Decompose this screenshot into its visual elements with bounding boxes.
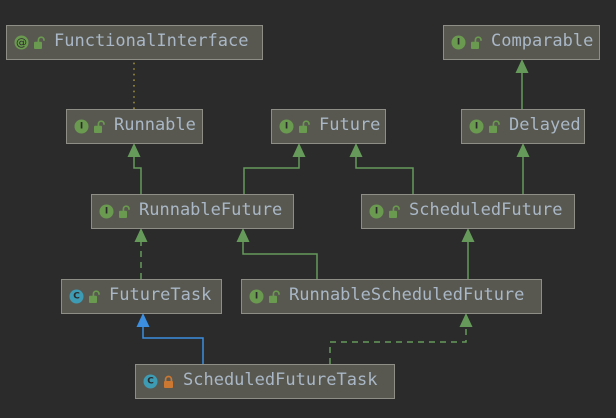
unlocked-padlock-icon [298,119,311,134]
edge-scheduledfuture-delayed [516,143,530,194]
unlocked-padlock-icon [488,119,501,134]
class-node-label: Future [319,115,381,135]
svg-text:I: I [475,122,478,132]
edge-runnablescheduledfuture-runnablefuture [236,228,318,279]
interface-icon: I [249,289,264,304]
interface-icon: I [99,204,114,219]
edge-arrowhead [349,143,363,157]
edge-arrowhead [516,143,530,157]
svg-text:I: I [255,292,258,302]
edge-path [242,240,318,279]
class-node-scheduled-future-task[interactable]: C ScheduledFutureTask [135,364,395,399]
interface-icon: I [279,119,294,134]
unlocked-padlock-icon [118,204,131,219]
edge-delayed-comparable [515,59,529,109]
svg-text:I: I [457,38,460,48]
class-node-label: Delayed [509,115,581,135]
edge-arrowhead [515,59,529,73]
svg-text:I: I [375,207,378,217]
class-node-runnable-scheduled-future[interactable]: I RunnableScheduledFuture [241,279,542,314]
edge-path [329,325,467,364]
annotation-icon: @ [14,35,29,50]
locked-padlock-icon [162,375,175,389]
class-node-label: RunnableFuture [139,200,283,220]
edge-futuretask-runnablefuture [134,228,148,279]
edge-arrowhead [292,143,306,157]
interface-icon: I [469,119,484,134]
class-node-label: ScheduledFuture [409,200,563,220]
class-node-future[interactable]: I Future [271,109,386,144]
edge-runnablescheduledfuture-scheduledfuture [461,228,475,279]
edge-path [355,155,414,194]
unlocked-padlock-icon [33,35,46,50]
unlocked-padlock-icon [88,289,101,304]
class-node-label: FutureTask [109,285,212,305]
edge-scheduledfuturetask-runnablescheduledfuture [329,313,473,364]
class-node-label: FunctionalInterface [54,31,249,51]
class-icon: C [69,289,84,304]
svg-text:C: C [147,377,154,387]
class-node-future-task[interactable]: C FutureTask [61,279,222,314]
svg-text:I: I [80,122,83,132]
class-node-label: ScheduledFutureTask [183,370,378,390]
class-node-functional-interface[interactable]: @ FunctionalInterface [6,25,263,60]
svg-text:I: I [105,207,108,217]
svg-text:I: I [285,122,288,132]
class-node-label: RunnableScheduledFuture [289,285,525,305]
edge-arrowhead [127,143,141,157]
class-node-label: Comparable [491,31,594,51]
edge-path [243,155,300,194]
class-icon: C [143,374,158,389]
interface-icon: I [451,35,466,50]
class-node-runnable-future[interactable]: I RunnableFuture [91,194,294,229]
unlocked-padlock-icon [268,289,281,304]
edge-path [133,155,142,194]
edge-arrowhead [459,313,473,327]
edge-arrowhead [134,228,148,242]
edge-path [142,325,204,364]
svg-text:@: @ [16,36,27,49]
interface-icon: I [369,204,384,219]
edge-runnablefuture-runnable [127,143,142,194]
interface-icon: I [74,119,89,134]
class-node-comparable[interactable]: I Comparable [443,25,600,60]
edge-arrowhead [461,228,475,242]
class-node-delayed[interactable]: I Delayed [461,109,585,144]
svg-text:C: C [73,292,80,302]
edge-scheduledfuturetask-futuretask [136,313,204,364]
unlocked-padlock-icon [470,35,483,50]
unlocked-padlock-icon [388,204,401,219]
unlocked-padlock-icon [93,119,106,134]
edge-scheduledfuture-future [349,143,414,194]
class-node-runnable[interactable]: I Runnable [66,109,203,144]
edge-arrowhead [236,228,250,242]
edge-arrowhead [136,313,150,327]
edge-runnablefuture-future [243,143,306,194]
class-node-label: Runnable [114,115,196,135]
class-node-scheduled-future[interactable]: I ScheduledFuture [361,194,575,229]
